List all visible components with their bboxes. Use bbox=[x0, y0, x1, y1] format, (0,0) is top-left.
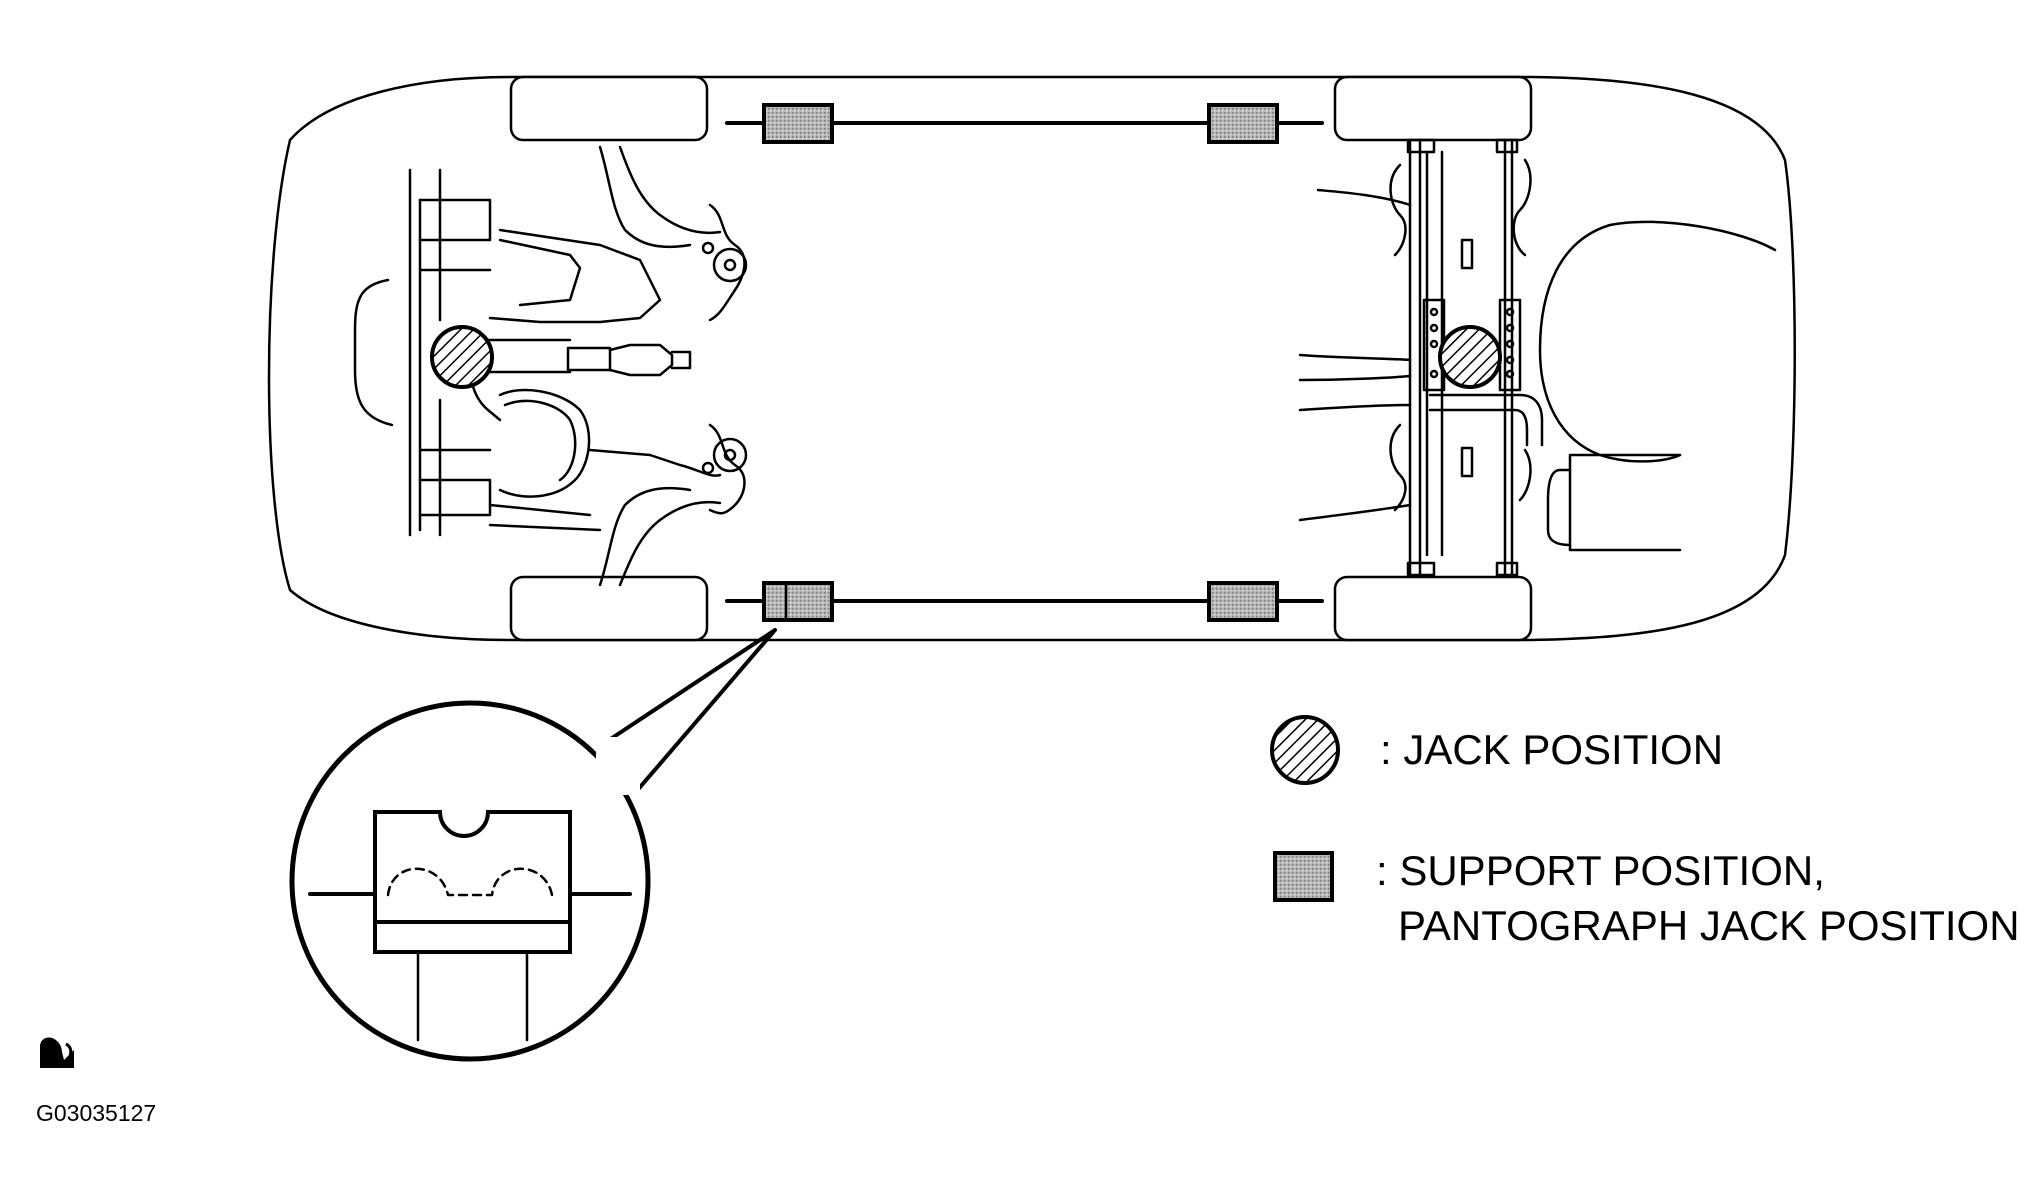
vehicle-underbody bbox=[267, 75, 1796, 642]
tire-front-left bbox=[509, 75, 709, 142]
front-suspension bbox=[353, 145, 748, 587]
pad-detail-callout bbox=[289, 628, 777, 1062]
support-pad-rear-left bbox=[1207, 103, 1279, 144]
support-pad-front-left bbox=[762, 103, 834, 144]
support-pad-rear-right bbox=[1207, 581, 1279, 622]
legend-support-label-line1: : SUPPORT POSITION, bbox=[1376, 847, 1825, 894]
legend: : JACK POSITION : SUPPORT POSITION, PANT… bbox=[1270, 715, 2020, 949]
detail-pad-body bbox=[373, 810, 572, 954]
figure-code: G03035127 bbox=[36, 1100, 156, 1126]
support-pad-front-right bbox=[762, 581, 834, 622]
legend-jack-symbol bbox=[1270, 715, 1340, 785]
legend-support-label-line2: PANTOGRAPH JACK POSITION bbox=[1398, 902, 2020, 949]
callout-pointer bbox=[598, 628, 777, 795]
legend-support-symbol bbox=[1273, 851, 1334, 902]
rear-suspension bbox=[1298, 138, 1777, 577]
tire-rear-right bbox=[1333, 575, 1533, 642]
vehicle-body-outline bbox=[267, 75, 1796, 642]
tire-rear-left bbox=[1333, 75, 1533, 142]
tire-front-right bbox=[509, 575, 709, 642]
jack-point-front bbox=[430, 325, 494, 389]
jack-point-rear bbox=[1438, 325, 1502, 389]
vehicle-symbol-icon bbox=[40, 1037, 74, 1068]
legend-jack-label: : JACK POSITION bbox=[1380, 726, 1723, 773]
